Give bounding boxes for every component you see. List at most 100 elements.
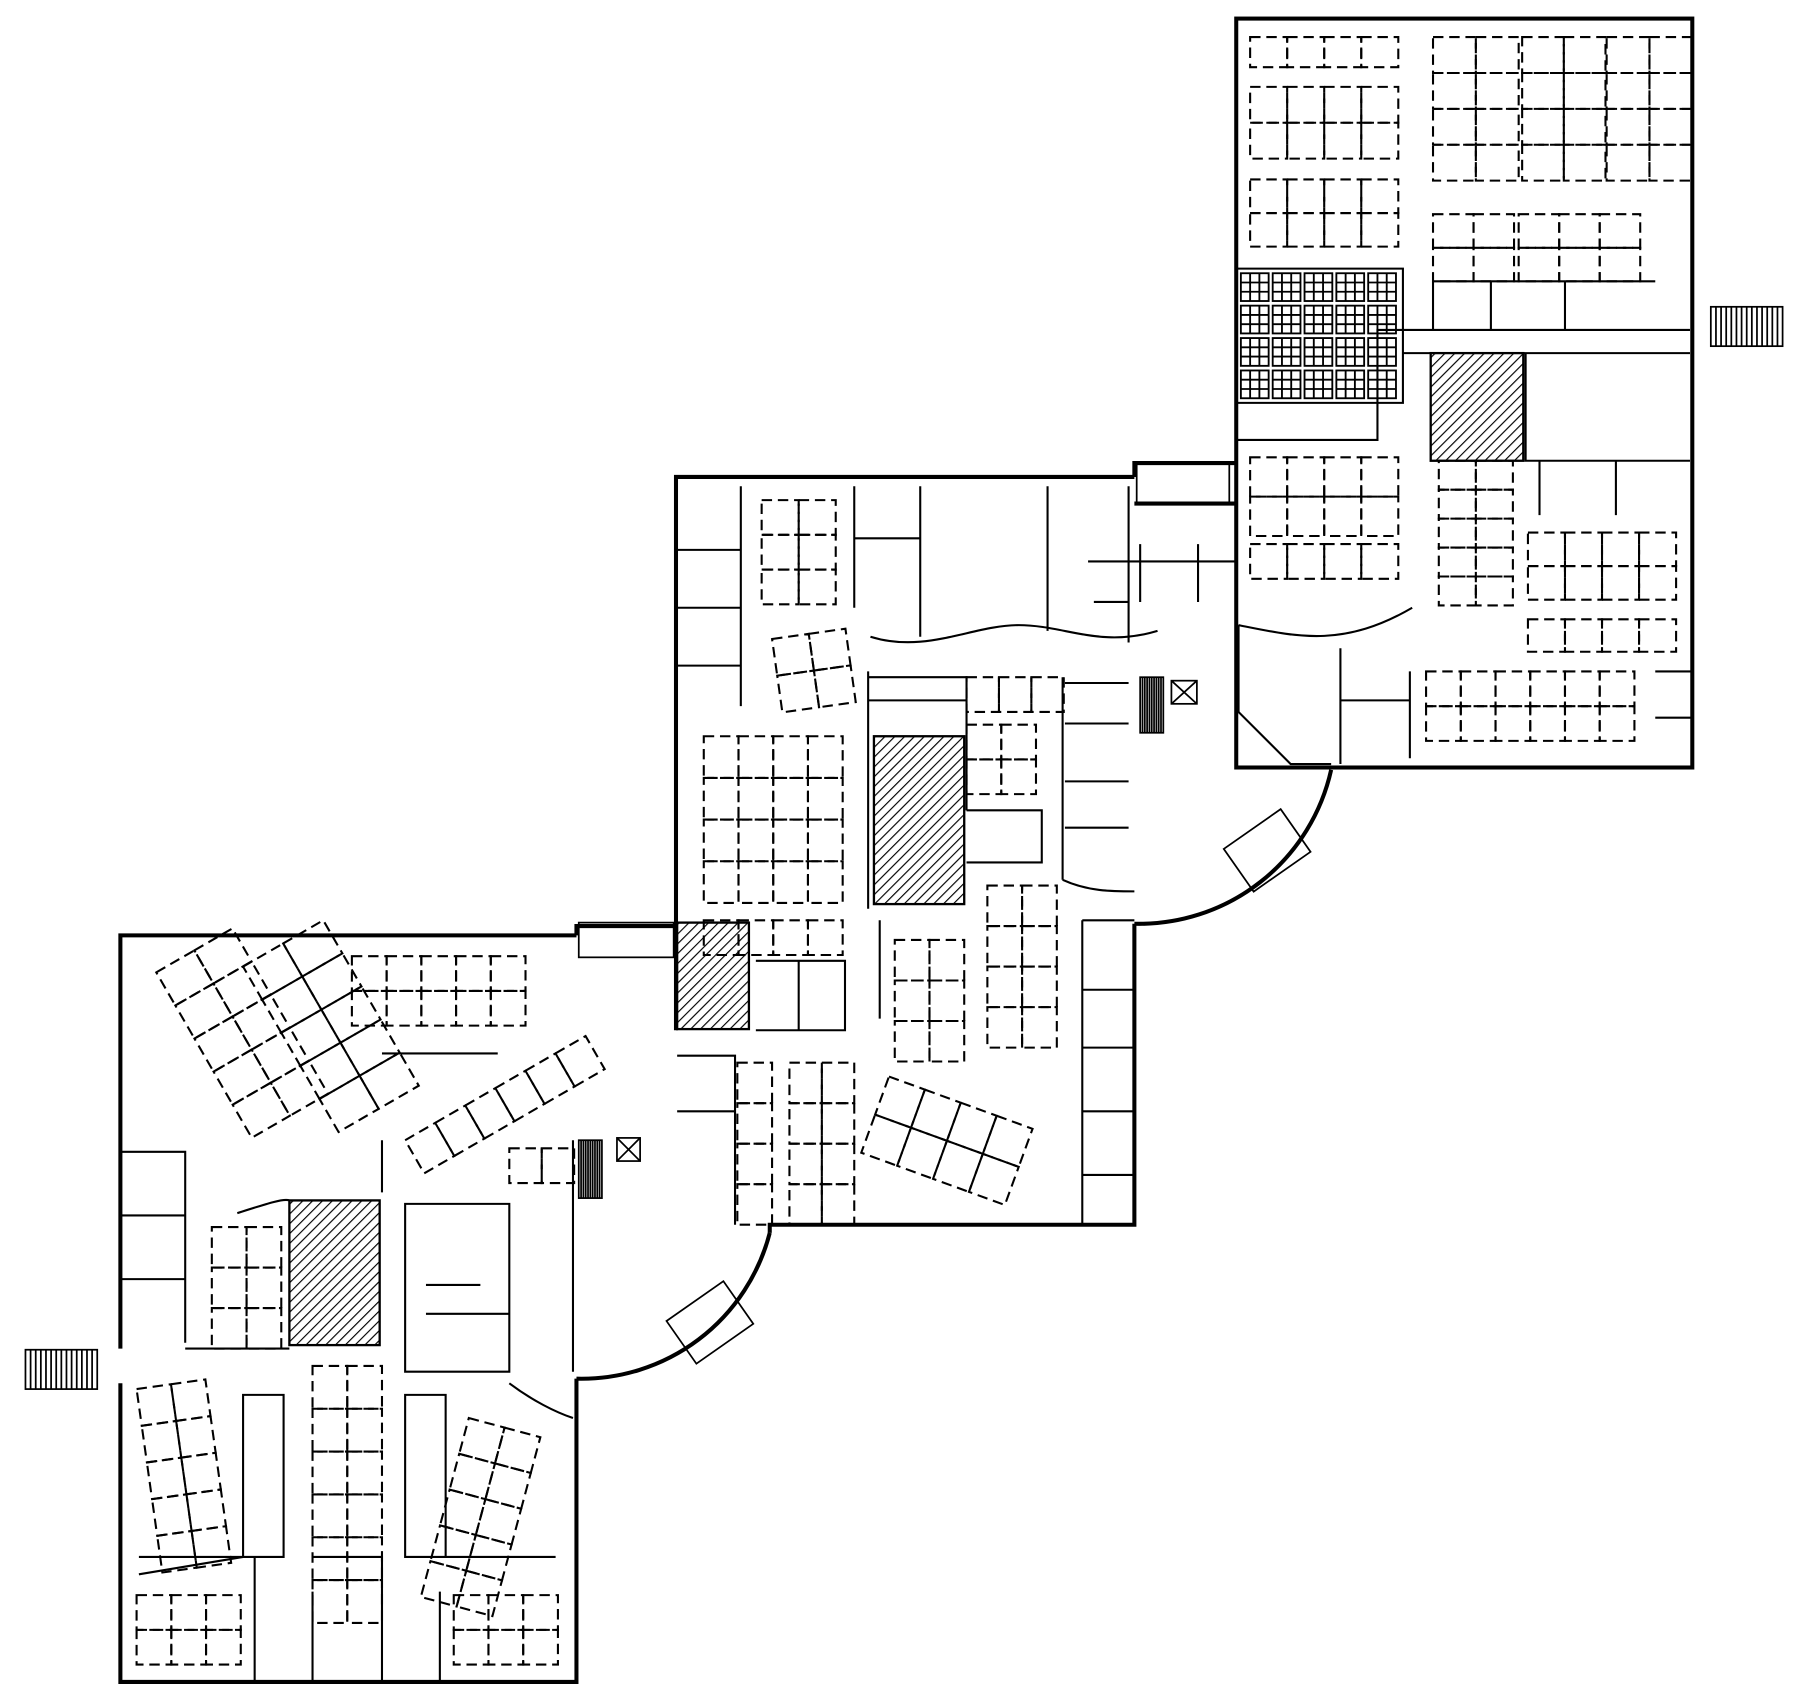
workstation: [212, 960, 273, 1018]
curved-lobby-wall-south: [576, 1232, 772, 1381]
grid-cell: [1335, 369, 1366, 400]
workstation: [760, 499, 800, 536]
workstation: [772, 818, 809, 863]
south-west-wing-outline: [118, 933, 579, 1684]
workstation: [522, 1628, 559, 1666]
workstation: [245, 1307, 283, 1350]
workstation-cluster: [788, 1061, 856, 1226]
workstation: [1425, 670, 1462, 708]
grid-cell: [1335, 272, 1366, 302]
workstation: [489, 955, 527, 992]
workstation: [1286, 178, 1326, 215]
workstation: [760, 533, 800, 571]
office-walls-central: [675, 486, 1237, 1225]
workstation: [1472, 213, 1516, 249]
hatched-core-icon: [872, 735, 966, 906]
workstation: [788, 1142, 823, 1186]
workstation: [1437, 517, 1477, 549]
workstation: [986, 884, 1024, 928]
workstation: [318, 1074, 381, 1134]
workstation: [1598, 246, 1642, 283]
workstation: [1474, 459, 1514, 491]
curved-corridor-wall: [870, 606, 1413, 766]
workstation: [1249, 36, 1289, 69]
workstation: [893, 1019, 931, 1063]
elevator-icon: [616, 1137, 641, 1162]
workstation: [1323, 178, 1363, 215]
workstation: [1494, 705, 1532, 742]
workstation: [185, 1488, 228, 1533]
grid-cell: [1271, 272, 1302, 302]
grid-cell: [1239, 369, 1270, 400]
workstation: [474, 1497, 523, 1546]
workstation: [204, 1594, 242, 1631]
workstation: [1000, 758, 1038, 796]
workstation: [135, 1383, 178, 1427]
workstation: [385, 955, 423, 992]
workstation: [1529, 670, 1567, 708]
workstation: [1474, 107, 1520, 146]
workstation: [1431, 71, 1477, 110]
service-cores: [288, 351, 1525, 1347]
workstation: [1437, 575, 1477, 607]
workstation: [986, 1006, 1024, 1049]
workstation: [1431, 143, 1477, 182]
workstation: [1474, 546, 1514, 578]
workstation: [1459, 670, 1497, 708]
workstation: [893, 979, 931, 1023]
workstation: [1529, 705, 1567, 742]
workstation: [806, 818, 844, 863]
workstation: [350, 989, 388, 1027]
elevator-icon: [1170, 680, 1198, 705]
workstation: [807, 627, 852, 672]
workstation: [455, 1569, 504, 1618]
workstation: [204, 1628, 242, 1666]
workstation: [1474, 517, 1514, 549]
workstation: [931, 1139, 985, 1194]
workstation: [1021, 1006, 1058, 1049]
workstation: [346, 1493, 384, 1539]
grid-cell: [1303, 272, 1334, 302]
workstation: [210, 1266, 248, 1310]
workstation: [135, 1628, 173, 1666]
stair-icon: [1709, 305, 1784, 348]
workstation: [193, 1015, 254, 1074]
workstation: [760, 568, 800, 606]
workstation: [1521, 143, 1565, 182]
workstation: [820, 1061, 856, 1105]
workstation: [250, 1026, 311, 1085]
workstation: [997, 676, 1033, 713]
grid-cell: [1239, 272, 1270, 302]
workstation: [173, 982, 234, 1040]
workstation: [736, 1061, 774, 1105]
workstation: [1021, 965, 1058, 1009]
workstation-cluster: [135, 1378, 233, 1574]
stair-icon: [577, 1139, 603, 1199]
workstation-cluster: [1431, 213, 1516, 283]
workstation: [1431, 36, 1477, 75]
workstation-cluster: [350, 955, 527, 1027]
workstation: [1598, 705, 1636, 742]
workstation: [1474, 71, 1520, 110]
workstation-cluster: [1521, 36, 1607, 182]
workstation: [1323, 456, 1363, 498]
workstation: [1558, 246, 1601, 283]
workstation: [524, 1051, 577, 1106]
workstation: [806, 776, 844, 821]
workstation: [1286, 36, 1326, 69]
workstation: [487, 1628, 525, 1666]
grid-cell: [1239, 337, 1270, 367]
workstation: [965, 723, 1003, 761]
workstation: [420, 989, 458, 1027]
workstation: [981, 1114, 1034, 1169]
workstation: [737, 818, 775, 863]
workstation-cluster: [702, 735, 844, 904]
workstation: [346, 1536, 384, 1582]
workstation: [1431, 213, 1475, 249]
workstation: [1521, 36, 1565, 75]
workstation: [1563, 618, 1604, 653]
workstation: [1605, 143, 1651, 182]
workstation-cluster: [452, 1594, 559, 1666]
workstation: [210, 1225, 248, 1269]
